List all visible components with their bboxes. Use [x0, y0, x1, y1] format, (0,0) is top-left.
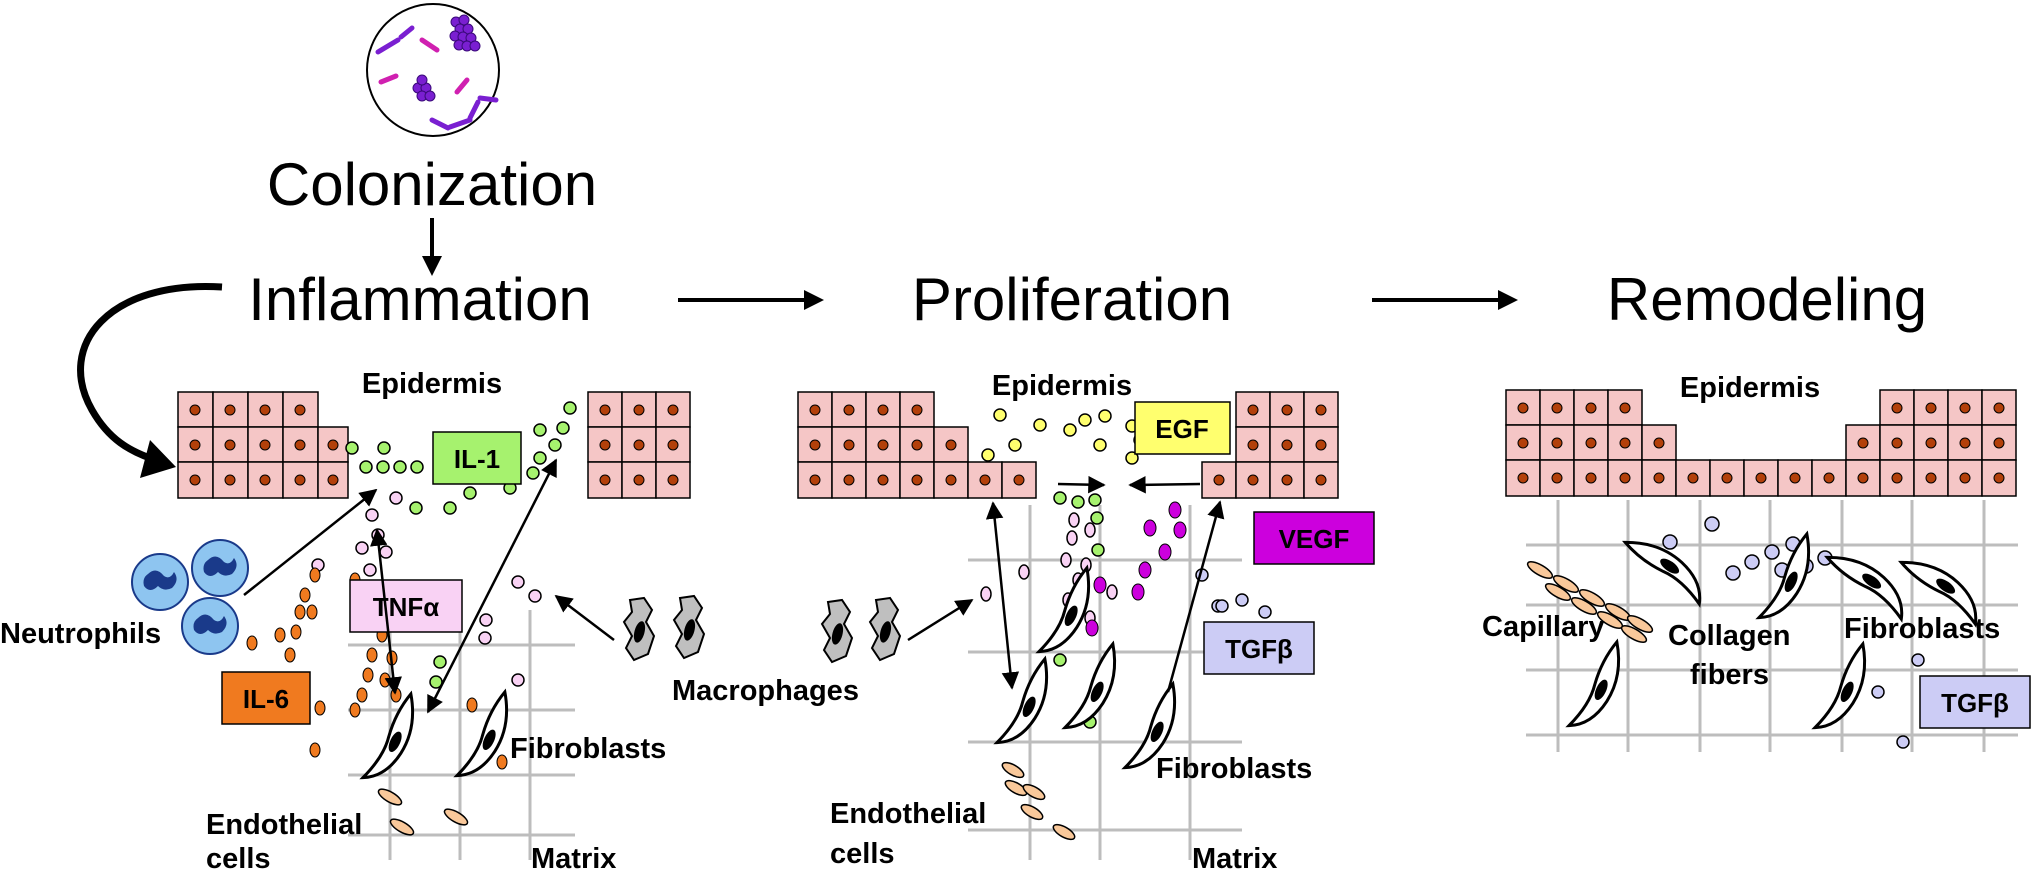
fibroblasts-label-1: Fibroblasts	[510, 733, 666, 765]
collagen-label-a: Collagen	[1668, 620, 1790, 652]
epidermis-nuclei-3	[1517, 402, 2005, 484]
epidermis-right-2	[1201, 391, 1339, 499]
panel-inflammation: Epidermis IL-1 TNFα	[0, 368, 859, 873]
tgfb-label-2: TGFβ	[1225, 634, 1293, 664]
fibroblasts-2	[995, 563, 1190, 780]
tgfb-box-3: TGFβ	[1919, 675, 2031, 729]
epidermis-nuclei-1	[189, 404, 679, 486]
remodeling-label: Remodeling	[1607, 266, 1927, 333]
endothelial-label-2a: Endothelial	[830, 798, 986, 830]
il1-label: IL-1	[454, 444, 500, 474]
tgfb-dots-2	[1195, 568, 1272, 619]
matrix-label-1: Matrix	[531, 843, 616, 873]
tnfa-dots-2	[980, 512, 1118, 626]
tgfb-box-2: TGFβ	[1203, 621, 1315, 675]
feedback-arrowhead	[140, 440, 176, 478]
colonization-label: Colonization	[267, 151, 597, 218]
panel-remodeling: Epidermis Capillary Collagen	[1482, 372, 2031, 752]
endothelial-label-2b: cells	[830, 838, 895, 870]
epidermis-3	[1505, 389, 2017, 497]
macrophages-1	[623, 595, 705, 661]
epidermis-label-2: Epidermis	[992, 370, 1132, 402]
panel-proliferation: Epidermis	[797, 370, 1375, 873]
epidermis-label-1: Epidermis	[362, 368, 502, 400]
fibroblasts-label-2: Fibroblasts	[1156, 753, 1312, 785]
proliferation-label: Proliferation	[912, 266, 1232, 333]
epidermis-left	[177, 391, 349, 499]
egf-label: EGF	[1155, 414, 1208, 444]
epidermis-left-2	[797, 391, 1037, 499]
il6-box: IL-6	[221, 671, 311, 725]
endothelial-label-1b: cells	[206, 843, 271, 873]
bacteria-circle	[366, 3, 500, 137]
vegf-label: VEGF	[1279, 524, 1350, 554]
epidermis-label-3: Epidermis	[1680, 372, 1820, 404]
collagen-label-b: fibers	[1690, 659, 1769, 691]
epidermis-right	[587, 391, 691, 499]
fibroblasts-1	[361, 687, 522, 790]
endothelial-label-1a: Endothelial	[206, 809, 362, 841]
il1-box: IL-1	[432, 431, 522, 485]
capillary-label: Capillary	[1482, 611, 1605, 643]
epidermis-nuclei-2	[809, 404, 1327, 486]
tnfa-box: TNFα	[349, 579, 463, 633]
vegf-box: VEGF	[1253, 511, 1375, 565]
panel2-arrows	[907, 475, 1225, 693]
capillary	[1526, 561, 1654, 643]
tnfa-label: TNFα	[373, 592, 440, 622]
neutrophils-label: Neutrophils	[0, 618, 161, 650]
il6-label: IL-6	[243, 684, 289, 714]
matrix-label-2: Matrix	[1192, 843, 1277, 873]
endothelial-cells-2	[1001, 761, 1076, 841]
egf-dots	[981, 408, 1147, 465]
macrophages-2	[821, 597, 901, 663]
fibroblasts-label-3: Fibroblasts	[1844, 613, 2000, 645]
egf-box: EGF	[1134, 401, 1231, 455]
feedback-arrow	[77, 282, 223, 466]
inflammation-label: Inflammation	[248, 266, 591, 333]
vegf-dots	[1085, 501, 1187, 637]
endothelial-cells-1	[377, 788, 469, 836]
macrophages-label: Macrophages	[672, 675, 859, 707]
tgfb-label-3: TGFβ	[1941, 688, 2009, 718]
panel1-arrows	[243, 458, 615, 714]
